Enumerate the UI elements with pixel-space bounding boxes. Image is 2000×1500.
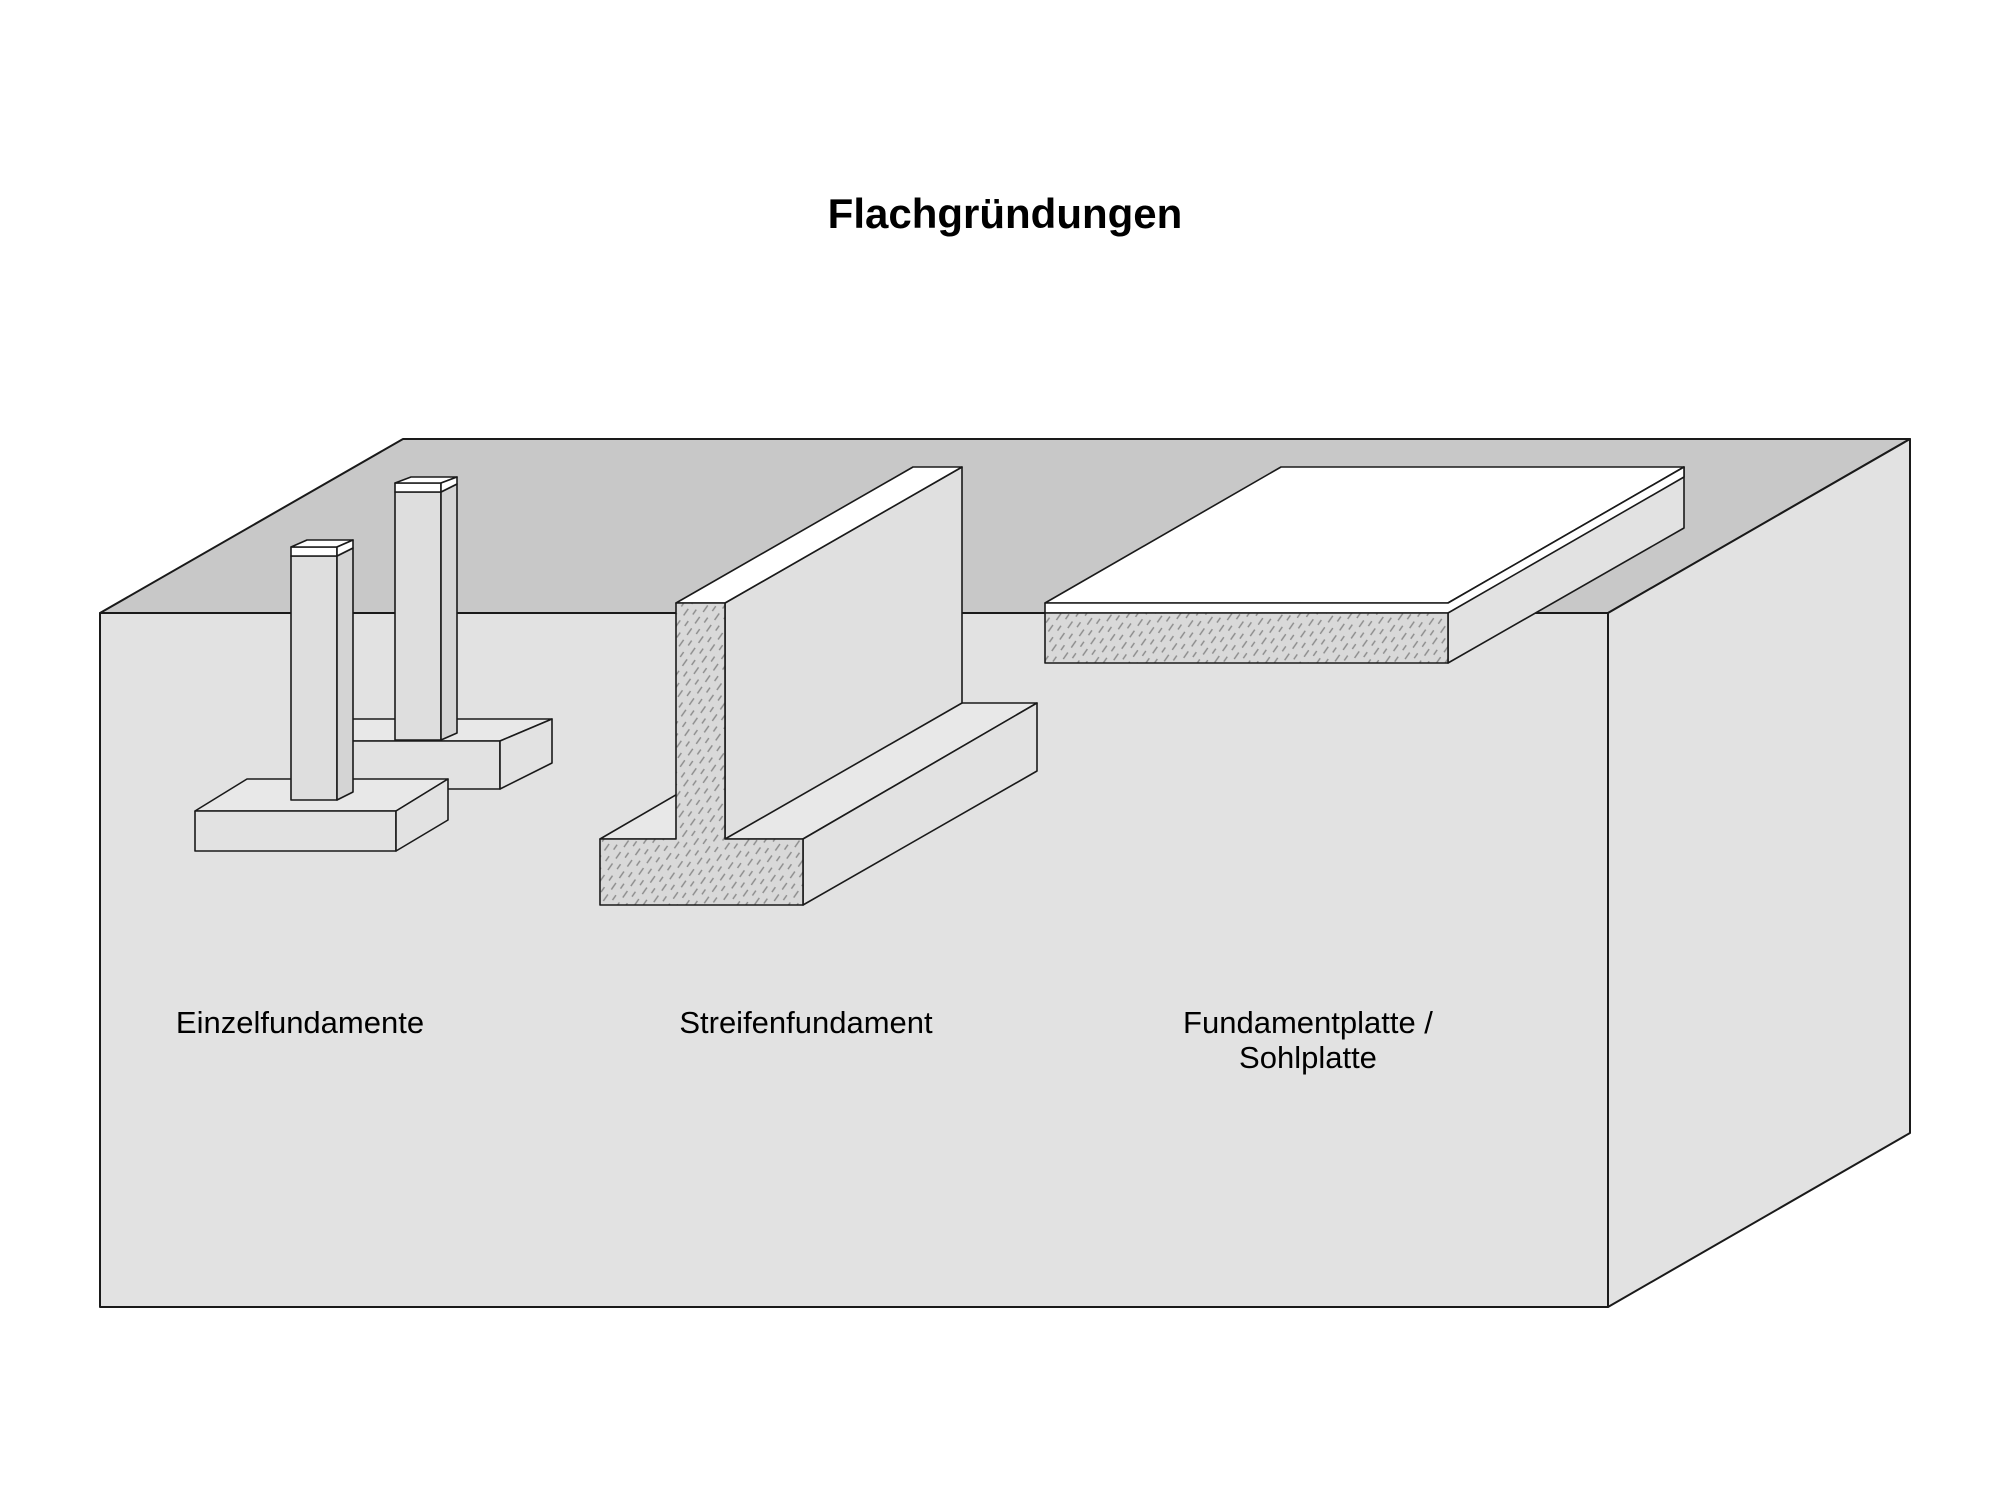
column-cap-side [440,476,458,493]
label-raft-line1: Fundamentplatte / [1183,1005,1433,1040]
raft-foundation [1044,466,1685,664]
strip-footing [599,466,1038,906]
label-raft-line2: Sohlplatte [1239,1040,1377,1075]
single-footing-front [194,539,449,852]
soil-block [99,438,1911,1308]
column-front [394,491,442,741]
column-cap-side [336,539,354,557]
column-side [440,483,458,741]
page-title: Flachgründungen [828,190,1183,237]
soil-side-face [1607,438,1911,1308]
footing-front [194,810,397,852]
column-front [290,555,338,801]
footing-side [499,718,553,790]
footing-side [395,778,449,852]
column-cap-front [290,546,338,557]
label-strip-footing: Streifenfundament [679,1005,933,1040]
label-single-footings: Einzelfundamente [176,1005,424,1040]
strip-cross-section [599,602,804,906]
column-side [336,547,354,801]
raft-cross-section [1044,612,1449,664]
column-cap-front [394,482,442,493]
